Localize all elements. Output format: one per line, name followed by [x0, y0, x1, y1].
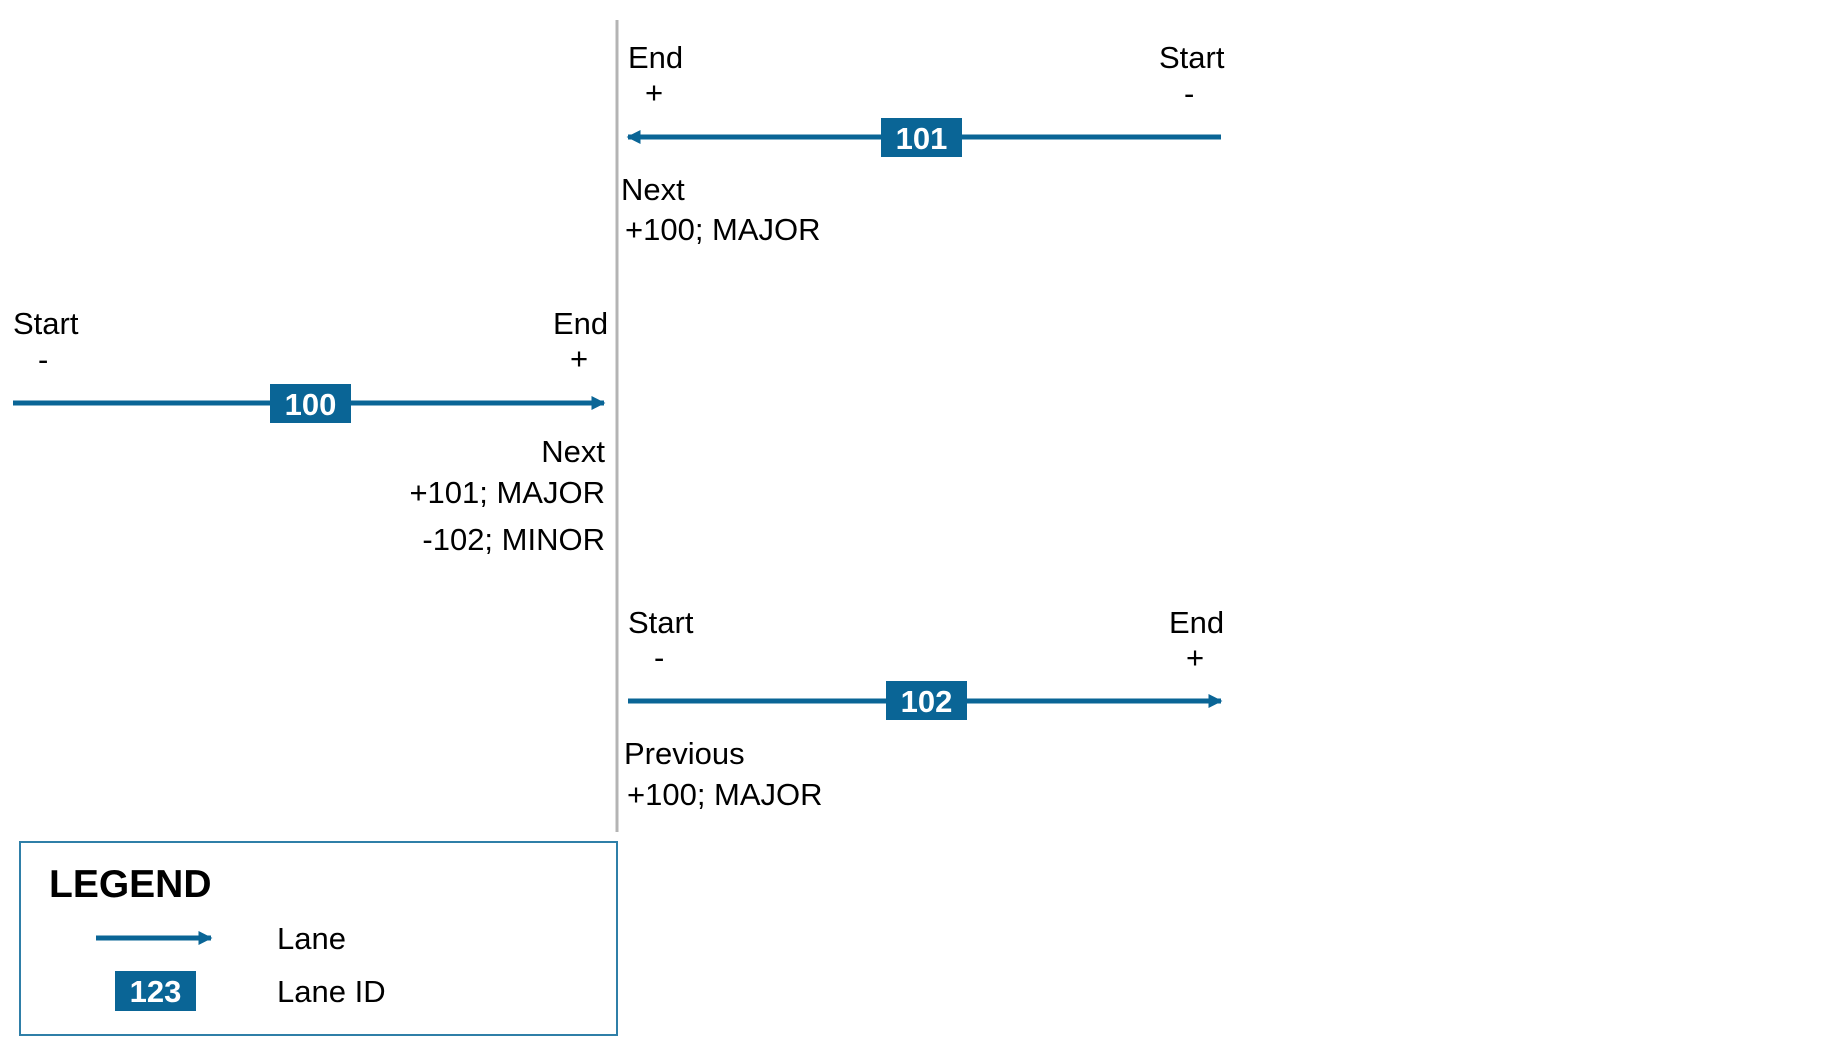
lane-102-relation-title: Previous: [624, 736, 745, 771]
legend-title: LEGEND: [49, 863, 212, 906]
lane-101-end-sign: +: [645, 75, 663, 110]
lane-100: Start - End + 100 Next +101; MAJOR -102;…: [13, 306, 608, 557]
legend-lane-id-sample: 123: [130, 974, 182, 1009]
lane-100-id-badge: [270, 384, 351, 423]
lane-100-start-label: Start: [13, 306, 79, 341]
lane-100-end-sign: +: [570, 341, 588, 376]
lane-102-start-sign: -: [654, 640, 664, 675]
lane-102-relation: +100; MAJOR: [627, 777, 823, 812]
lane-101-start-label: Start: [1159, 40, 1225, 75]
lane-102-start-label: Start: [628, 605, 694, 640]
lane-102: Start - End + 102 Previous +100; MAJOR: [624, 605, 1224, 812]
lane-100-relation-title: Next: [541, 434, 605, 469]
legend-lane-id-label: Lane ID: [277, 974, 386, 1009]
lane-102-end-label: End: [1169, 605, 1224, 640]
lane-101-id-badge: [881, 118, 962, 157]
lane-101-relation-title: Next: [621, 172, 685, 207]
lane-101-id: 101: [896, 121, 948, 156]
lane-101-relation: +100; MAJOR: [625, 212, 821, 247]
lane-100-relation: -102; MINOR: [422, 522, 605, 557]
lane-102-id-badge: [886, 681, 967, 720]
lane-100-start-sign: -: [38, 342, 48, 377]
lane-100-end-label: End: [553, 306, 608, 341]
lane-101: End + Start - 101 Next +100; MAJOR: [621, 40, 1225, 247]
lane-100-relation: +101; MAJOR: [409, 475, 605, 510]
legend-lane-id-badge: [115, 971, 196, 1011]
lane-102-end-sign: +: [1186, 640, 1204, 675]
lane-102-id: 102: [901, 684, 953, 719]
lane-101-start-sign: -: [1184, 76, 1194, 111]
lane-101-end-label: End: [628, 40, 683, 75]
lane-100-id: 100: [285, 387, 337, 422]
legend-lane-label: Lane: [277, 921, 346, 956]
legend: LEGEND Lane 123 Lane ID: [19, 841, 618, 1036]
